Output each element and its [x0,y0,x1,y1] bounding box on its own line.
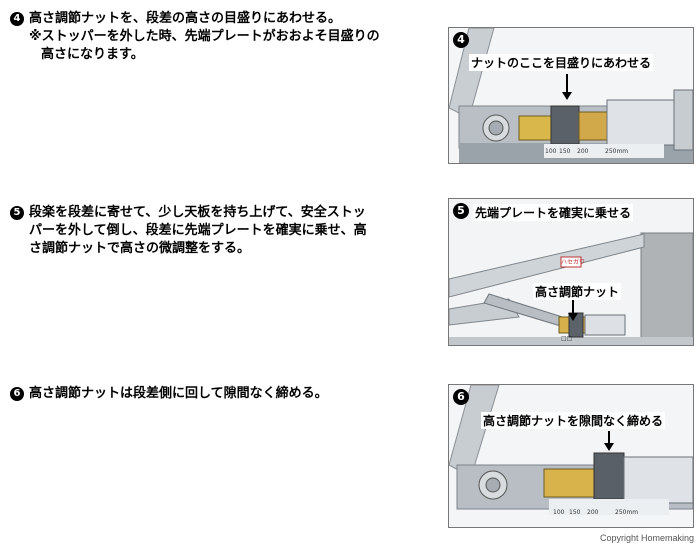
photo-step-badge: 6 [453,389,469,405]
step-number-badge: 5 [10,206,24,220]
photo-5-caption: 先端プレートを確実に乗せる [473,204,634,221]
photo-4-caption: ナットのここを目盛りにあわせる [469,54,654,71]
scale-label: 100 [545,148,557,155]
scale-label: 150 [559,148,571,155]
step-5-line-1: 段楽を段差に寄せて、少し天板を持ち上げて、安全ストッ [29,205,366,220]
step-4-line-2: ※ストッパーを外した時、先端プレートがおおよそ目盛りの [29,29,380,44]
step-4-photo: 4 ナットのここを目盛りにあわせる 100 150 200 250mm [448,27,694,164]
step-5-text: 5 段楽を段差に寄せて、少し天板を持ち上げて、安全ストッ パーを外して倒し、段差に… [10,204,440,258]
step-4-line-3: 高さになります。 [41,47,144,62]
photo-step-badge: 5 [453,203,469,219]
step-number-badge: 4 [10,12,24,26]
step-6-photo: 6 高さ調節ナットを隙間なく締める 100 150 200 250mm [448,384,694,528]
step-6-line-1: 高さ調節ナットは段差側に回して隙間なく締める。 [29,386,328,401]
step-5-photo: 5 先端プレートを確実に乗せる ハセガワ 高さ調節ナット □□ [448,198,694,346]
scale-label: 150 [569,509,581,516]
step-4-text: 4 高さ調節ナットを、段差の高さの目盛りにあわせる。 ※ストッパーを外した時、先端… [10,10,440,64]
step-5-line-3: さ調節ナットで高さの微調整をする。 [29,241,251,256]
brand-label: ハセガワ [561,259,586,266]
step-6-text: 6 高さ調節ナットは段差側に回して隙間なく締める。 [10,385,440,403]
scale-label: 200 [577,148,589,155]
copyright-text: Copyright Homemaking [599,533,694,543]
step-5-line-2: パーを外して倒し、段差に先端プレートを確実に乗せ、高 [29,223,367,238]
scale-label: 200 [587,509,599,516]
photo-5-caption-2: 高さ調節ナット [533,283,622,300]
step-4-photo-illustration [449,28,693,163]
scale-label: □□ [561,335,573,342]
step-number-badge: 6 [10,387,24,401]
scale-label: 100 [553,509,565,516]
step-4-line-1: 高さ調節ナットを、段差の高さの目盛りにあわせる。 [29,11,342,26]
photo-6-caption: 高さ調節ナットを隙間なく締める [481,412,666,429]
scale-label: 250mm [605,148,629,155]
step-6-photo-illustration [449,385,693,527]
scale-label: 250mm [615,509,639,516]
photo-step-badge: 4 [453,32,469,48]
